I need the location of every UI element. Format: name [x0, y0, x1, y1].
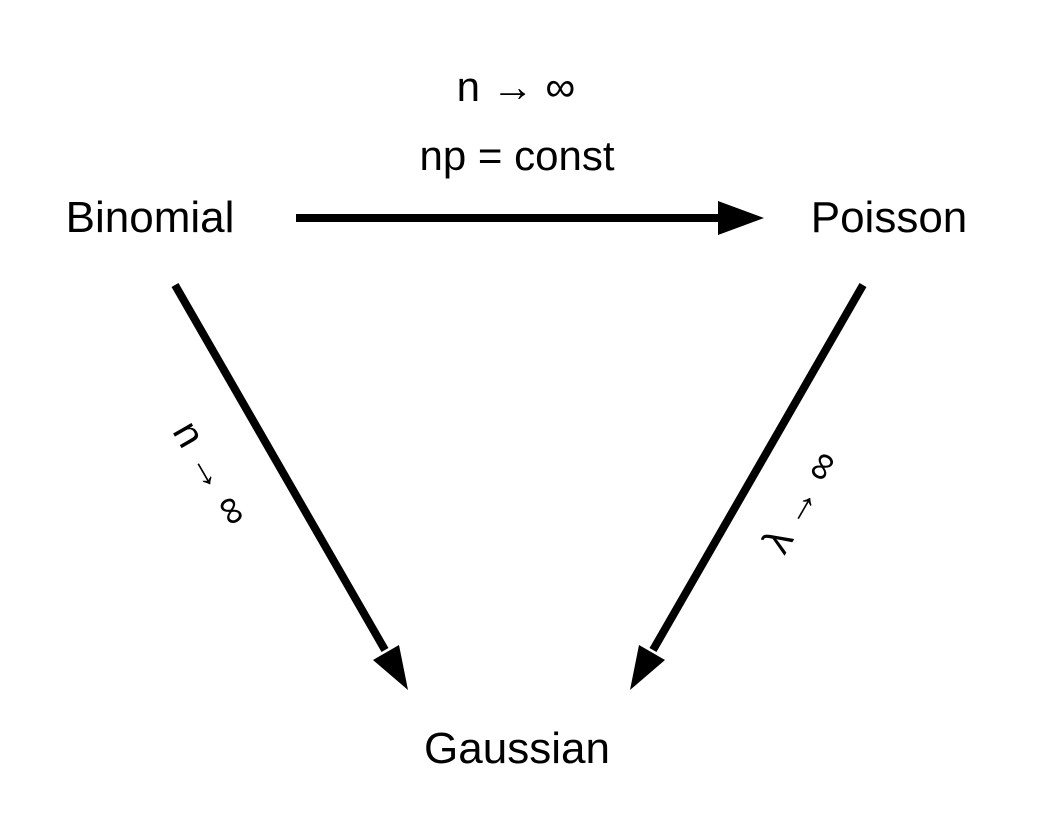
arrowhead-poisson-icon	[718, 201, 764, 235]
arrow-poisson-to-gaussian	[649, 283, 867, 652]
arrowhead-gaussian-right-icon	[630, 645, 665, 690]
edge-binomial-to-gaussian: n → ∞	[164, 283, 408, 690]
arrow-binomial-to-gaussian	[171, 283, 389, 652]
node-binomial: Binomial	[66, 193, 235, 242]
edge-label-binomial-poisson-line1: n → ∞	[457, 63, 576, 110]
node-poisson: Poisson	[811, 193, 968, 242]
edge-binomial-to-poisson: n → ∞ np = const	[296, 63, 764, 235]
edge-label-binomial-poisson-line2: np = const	[420, 132, 615, 179]
edge-poisson-to-gaussian: λ → ∞	[630, 283, 867, 690]
edge-label-binomial-gaussian: n → ∞	[164, 414, 259, 534]
edge-label-poisson-gaussian: λ → ∞	[754, 443, 847, 561]
arrowhead-gaussian-left-icon	[373, 645, 408, 690]
node-gaussian: Gaussian	[424, 724, 610, 773]
